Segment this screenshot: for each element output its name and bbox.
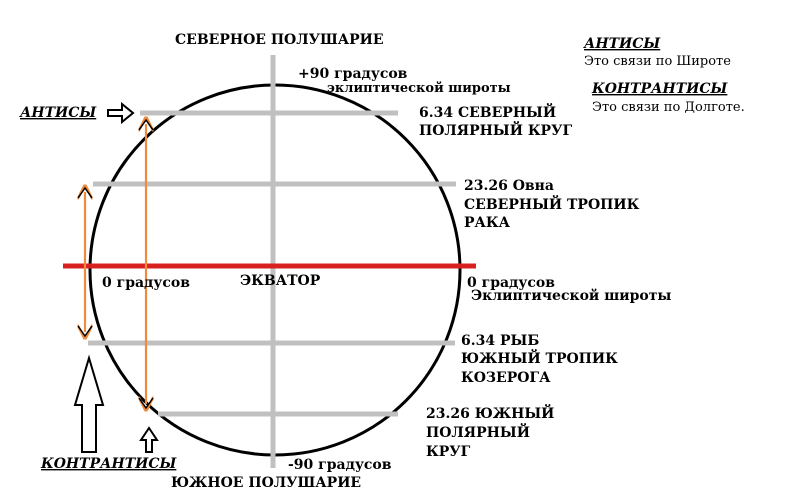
legend-kontrantisy-desc: Это связи по Долготе. [592, 100, 745, 115]
kontrantisy-left-label: КОНТРАНТИСЫ [40, 456, 178, 472]
cancer-label-line3: РАКА [464, 215, 511, 231]
antisy-arrow-tip-bottom [138, 397, 154, 410]
southern-hemisphere-title: ЮЖНОЕ ПОЛУШАРИЕ [171, 475, 361, 491]
capricorn-label-line2: ЮЖНЫЙ ТРОПИК [461, 348, 618, 367]
cancer-label-line2: СЕВЕРНЫЙ ТРОПИК [464, 194, 640, 213]
legend-kontrantisy-title: КОНТРАНТИСЫ [591, 81, 729, 97]
right-zero-line1: 0 градусов [467, 275, 555, 291]
antisy-arrow-tip-top [138, 118, 154, 131]
cancer-label-line1: 23.26 Овна [464, 178, 554, 194]
kontrantisy-arrow-tip-bottom [77, 325, 93, 338]
kontrantisy-big-up-arrow [73, 354, 105, 453]
capricorn-label-line3: КОЗЕРОГА [461, 370, 551, 386]
northern-hemisphere-title: СЕВЕРНОЕ ПОЛУШАРИЕ [175, 32, 384, 48]
top-degree-line1: +90 градусов [298, 66, 408, 82]
left-zero-label: 0 градусов [102, 275, 190, 291]
bottom-degree-label: -90 градусов [288, 457, 392, 473]
antisy-left-label: АНТИСЫ [19, 105, 97, 121]
antarctic-label-line2: ПОЛЯРНЫЙ [426, 422, 530, 441]
kontrantisy-arrow-tip-top [77, 186, 93, 199]
top-degree-line2: эклиптической широты [327, 81, 511, 96]
antarctic-label-line3: КРУГ [426, 444, 471, 460]
arctic-label-line2: ПОЛЯРНЫЙ КРУГ [419, 120, 572, 139]
legend-antisy-title: АНТИСЫ [583, 36, 661, 52]
legend-antisy-desc: Это связи по Широте [584, 54, 731, 69]
capricorn-label-line1: 6.34 РЫБ [461, 333, 539, 349]
antarctic-label-line1: 23.26 ЮЖНЫЙ [426, 403, 554, 422]
small-up-arrow [139, 426, 159, 453]
antisy-pointer-arrow [107, 101, 135, 125]
arctic-label-line1: 6.34 СЕВЕРНЫЙ [419, 102, 556, 121]
right-zero-line2: Эклиптической широты [471, 287, 671, 304]
equator-label: ЭКВАТОР [240, 273, 321, 289]
